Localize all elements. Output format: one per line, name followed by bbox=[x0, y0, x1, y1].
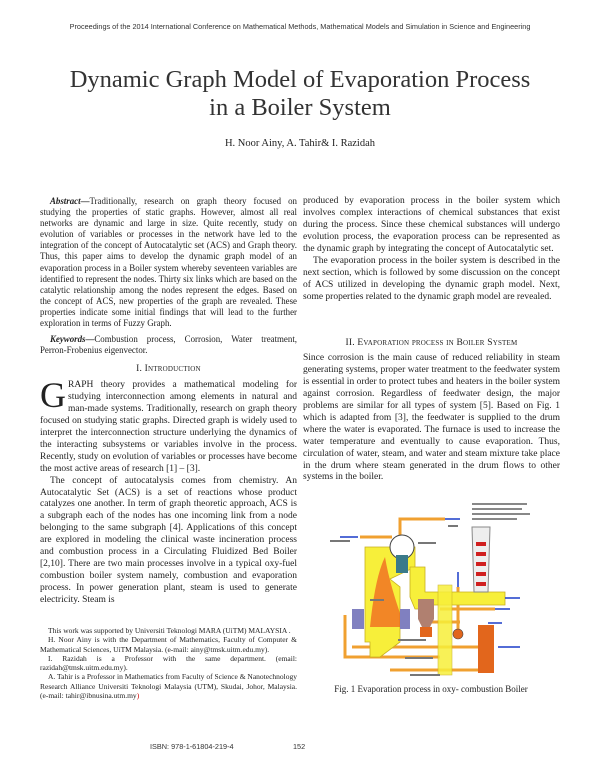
flow-arrows bbox=[340, 518, 520, 648]
preheater bbox=[437, 584, 453, 676]
page-number: 152 bbox=[293, 742, 306, 751]
section-heading-introduction: I. Introduction bbox=[136, 364, 201, 374]
intro-paragraph-2: The concept of autocatalysis comes from … bbox=[40, 475, 297, 606]
footnotes: This work was supported by Universiti Te… bbox=[40, 626, 297, 700]
chimney-stripes bbox=[476, 542, 486, 586]
abstract-text: Traditionally, research on graph theory … bbox=[40, 196, 297, 329]
intro-paragraph-4: The evaporation process in the boiler sy… bbox=[303, 255, 560, 302]
footnote: I. Razidah is a Professor with the same … bbox=[40, 653, 297, 673]
tube-bank bbox=[396, 555, 408, 573]
running-header: Proceedings of the 2014 International Co… bbox=[69, 22, 531, 31]
authors: H. Noor Ainy, A. Tahir& I. Razidah bbox=[224, 138, 376, 149]
mixer bbox=[452, 628, 464, 640]
keywords: Keywords—Combustion process, Corrosion, … bbox=[40, 334, 297, 356]
keywords-text: Combustion process, Corrosion, Water tre… bbox=[40, 334, 297, 356]
esp-unit bbox=[418, 599, 434, 627]
section-heading-evaporation: II. Evaporation process in Boiler System bbox=[345, 338, 518, 348]
abstract-label: Abstract bbox=[50, 196, 81, 206]
footnote: A. Tahir is a Professor in Mathematics f… bbox=[40, 672, 297, 701]
burner-right bbox=[400, 609, 410, 629]
title-line-1: Dynamic Graph Model of Evaporation Proce… bbox=[69, 66, 531, 93]
intro-paragraph-3: produced by evaporation process in the b… bbox=[303, 196, 560, 254]
furnace-flame bbox=[370, 557, 405, 627]
right-column-intro: produced by evaporation process in the b… bbox=[303, 196, 560, 304]
mill-unit bbox=[420, 627, 432, 637]
abstract: Abstract—Traditionally, research on grap… bbox=[40, 196, 297, 329]
legend-text-lines bbox=[472, 503, 530, 520]
asu-unit bbox=[478, 625, 494, 673]
isbn: ISBN: 978-1-61804-219-4 bbox=[150, 742, 234, 751]
boiler-diagram bbox=[330, 503, 530, 676]
evaporation-paragraph-1: Since corrosion is the main cause of red… bbox=[303, 352, 560, 483]
paper-title: Dynamic Graph Model of Evaporation Proce… bbox=[40, 66, 560, 122]
evaporation-section: II. Evaporation process in Boiler System… bbox=[303, 338, 560, 484]
footnote: This work was supported by Universiti Te… bbox=[48, 626, 291, 635]
intro-paragraph-1: RAPH theory provides a mathematical mode… bbox=[40, 379, 297, 474]
abstract-dash: — bbox=[80, 196, 90, 206]
title-line-2: in a Boiler System bbox=[209, 94, 391, 121]
keywords-dash: — bbox=[85, 334, 95, 344]
figure-caption: Fig. 1 Evaporation process in oxy- combu… bbox=[334, 684, 528, 694]
keywords-label: Keywords bbox=[50, 334, 86, 344]
footnote: H. Noor Ainy is with the Department of M… bbox=[40, 635, 297, 654]
drop-cap: G bbox=[40, 374, 66, 415]
diagram-labels bbox=[330, 525, 458, 676]
burner-left bbox=[352, 609, 364, 629]
